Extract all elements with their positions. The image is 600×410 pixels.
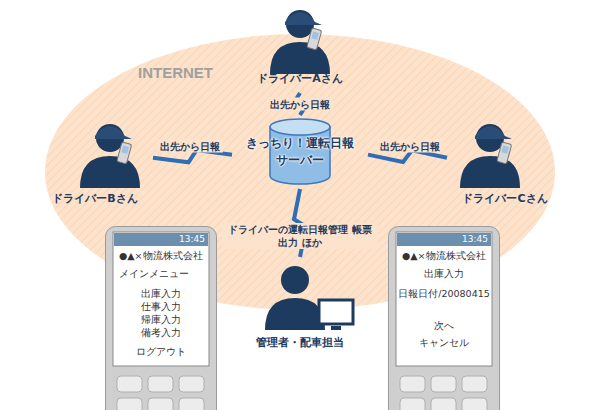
person-body — [80, 156, 140, 188]
actor-node: ドライバーCさん — [450, 110, 560, 210]
screen-text: 13:45 — [462, 234, 488, 245]
cap — [475, 126, 512, 139]
phone-key — [117, 376, 142, 392]
screen-text: 仕事入力 — [105, 301, 217, 313]
phone-key — [148, 398, 173, 410]
screen-text: 出庫入力 — [105, 288, 217, 300]
phone-key — [462, 398, 487, 410]
node-label: きっちり！運転日報 — [235, 136, 365, 151]
phone-key — [462, 376, 487, 392]
phone-key — [400, 376, 425, 392]
phone-key — [179, 376, 204, 392]
actor-node: ドライバーAさん — [250, 2, 350, 90]
screen-text: キャンセル — [388, 337, 500, 349]
screen-text: 日報日付/20080415 — [388, 288, 500, 300]
screen-text: ログアウト — [105, 346, 217, 358]
screen-text: 次へ — [388, 320, 500, 332]
node-label: 管理者・配車担当 — [240, 336, 360, 350]
screen-text: ●▲×物流株式会社 — [119, 250, 203, 262]
network-label: INTERNET — [138, 64, 213, 81]
screen-text: メインメニュー — [119, 268, 189, 280]
mobile-phone — [117, 142, 132, 164]
connector-label: 出先から日報 — [157, 140, 223, 153]
server-node: きっちり！運転日報サーバー — [235, 118, 365, 186]
connector-label: 出先から日報 — [377, 140, 443, 153]
phone-key — [117, 398, 142, 410]
phone-mock: 13:45 ●▲×物流株式会社出庫入力日報日付/20080415 次へキャンセル — [388, 226, 500, 410]
node-label: ドライバーCさん — [450, 192, 560, 206]
person-head — [281, 266, 309, 294]
phone-key — [400, 398, 425, 410]
screen-text: 備考入力 — [105, 327, 217, 339]
screen-text: 13:45 — [179, 234, 205, 245]
actor-node: 管理者・配車担当 — [240, 260, 360, 352]
node-label: サーバー — [235, 153, 365, 168]
phone-key — [431, 376, 456, 392]
phone-key — [148, 376, 173, 392]
actor-node: ドライバーBさん — [40, 110, 150, 210]
cap — [285, 12, 322, 25]
cap — [95, 126, 132, 139]
phone-body — [106, 227, 217, 410]
person-body — [270, 42, 330, 74]
phone-key — [431, 398, 456, 410]
node-label: ドライバーAさん — [250, 72, 350, 86]
cylinder-top — [270, 119, 330, 135]
connector-label: ドライバーの運転日報管理 帳票出力 ほか — [222, 223, 378, 249]
server-cylinder — [235, 118, 365, 186]
status-bar — [397, 233, 491, 246]
mobile-phone — [497, 142, 512, 164]
status-bar — [114, 233, 208, 246]
node-label: ドライバーBさん — [40, 192, 150, 206]
monitor-stand — [331, 326, 341, 330]
mobile-phone — [307, 28, 322, 50]
screen-text: ●▲×物流株式会社 — [402, 250, 486, 262]
screen-text: 出庫入力 — [388, 268, 500, 280]
phone-key — [179, 398, 204, 410]
phone-mock: 13:45 ●▲×物流株式会社メインメニュー出庫入力仕事入力帰庫入力備考入力ログア… — [105, 226, 217, 410]
person-body — [265, 298, 325, 330]
connector-label: 出先から日報 — [267, 98, 333, 111]
screen-text: 帰庫入力 — [105, 314, 217, 326]
monitor — [319, 300, 353, 324]
person-body — [460, 156, 520, 188]
phone-body — [389, 227, 500, 410]
